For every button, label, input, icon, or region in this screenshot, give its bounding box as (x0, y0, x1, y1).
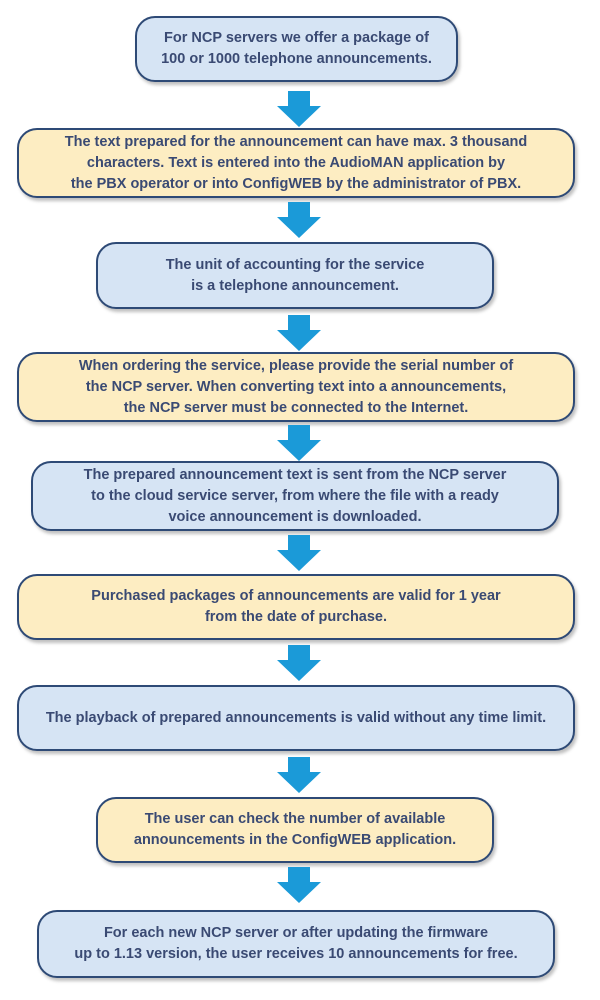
step-6-box: Purchased packages of announcements are … (17, 574, 575, 640)
step-9-box: For each new NCP server or after updatin… (37, 910, 555, 978)
step-2-box: The text prepared for the announcement c… (17, 128, 575, 198)
arrow-down-8 (277, 867, 321, 903)
step-5-box: The prepared announcement text is sent f… (31, 461, 559, 531)
arrow-down-3 (277, 315, 321, 351)
step-1-box: For NCP servers we offer a package of 10… (135, 16, 458, 82)
step-2-text: The text prepared for the announcement c… (64, 133, 528, 192)
arrow-down-7 (277, 757, 321, 793)
arrow-down-2 (277, 202, 321, 238)
step-4-text: When ordering the service, please provid… (78, 357, 514, 416)
step-3-text: The unit of accounting for the service i… (165, 256, 425, 294)
arrow-down-6 (277, 645, 321, 681)
step-8-box: The user can check the number of availab… (96, 797, 494, 863)
step-7-text: The playback of prepared announcements i… (45, 709, 547, 726)
step-3-box: The unit of accounting for the service i… (96, 242, 494, 309)
step-9-text: For each new NCP server or after updatin… (74, 925, 518, 962)
step-6-text: Purchased packages of announcements are … (91, 588, 501, 625)
step-1-text: For NCP servers we offer a package of 10… (161, 30, 432, 67)
step-4-box: When ordering the service, please provid… (17, 352, 575, 422)
arrow-down-4 (277, 425, 321, 461)
arrow-down-5 (277, 535, 321, 571)
step-7-box: The playback of prepared announcements i… (17, 685, 575, 751)
arrow-down-1 (277, 91, 321, 127)
step-8-text: The user can check the number of availab… (133, 811, 457, 848)
step-5-text: The prepared announcement text is sent f… (83, 466, 507, 525)
